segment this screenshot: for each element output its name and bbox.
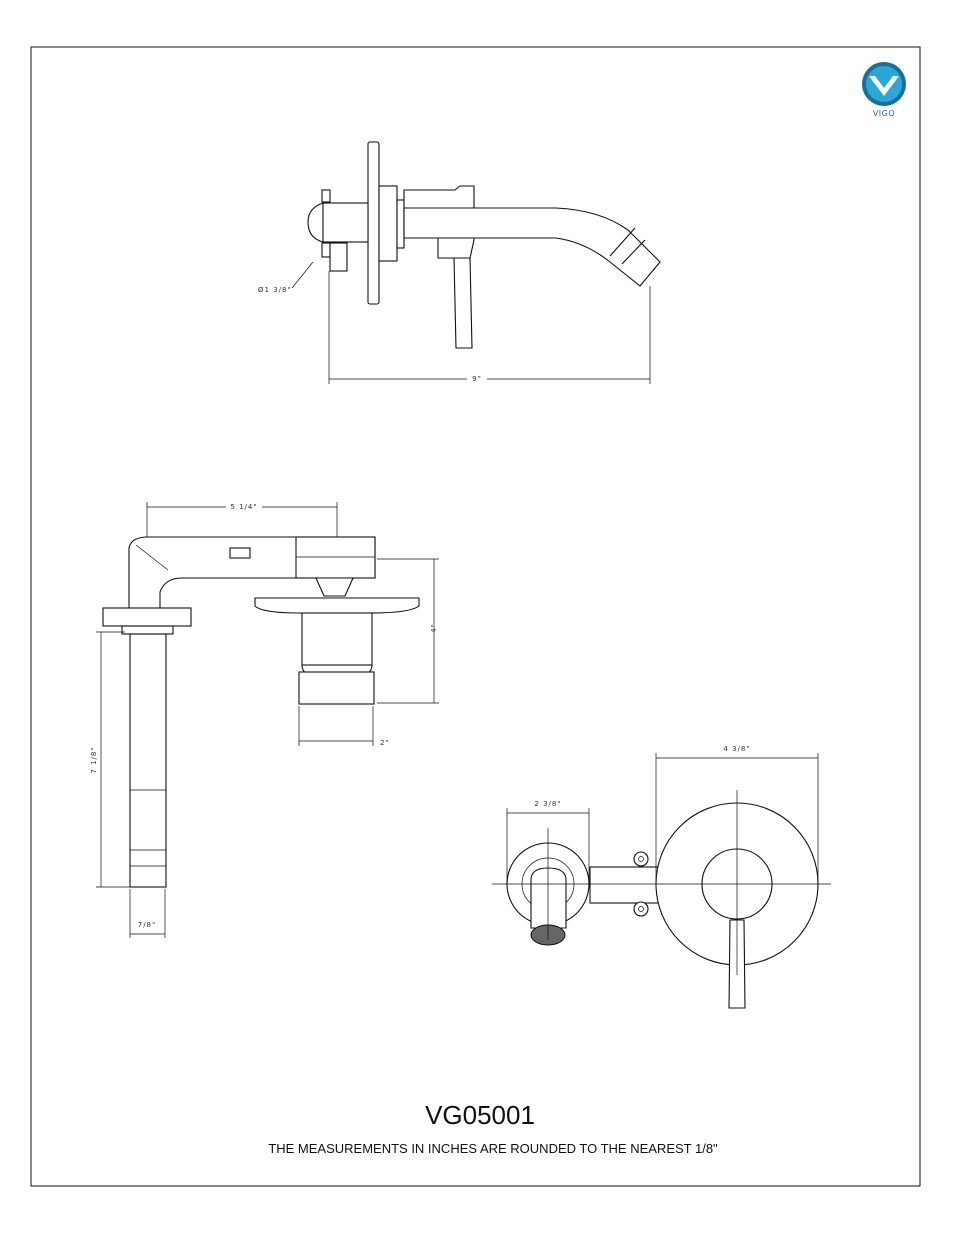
top-spout-plate <box>102 607 192 627</box>
logo-v-mark <box>869 76 899 96</box>
front-view: 2 3/8" 4 3/8" <box>492 745 831 1009</box>
side-cartridge-cap <box>307 202 324 243</box>
side-wall-flange <box>378 185 398 262</box>
top-spout-pipe <box>129 633 167 888</box>
front-connector <box>589 866 659 904</box>
front-mount-lug-top <box>633 851 649 867</box>
front-mount-lug-top-hole <box>638 856 644 862</box>
top-spout-width-label: 7/8" <box>138 921 157 929</box>
front-spout-neck <box>530 867 567 929</box>
top-cartridge-base <box>298 671 375 705</box>
side-spout <box>403 207 661 287</box>
side-diameter-leader <box>291 261 314 289</box>
top-base-width-label: 2" <box>380 739 390 747</box>
top-crown <box>315 577 354 597</box>
front-mount-lug-bottom-hole <box>638 906 644 912</box>
page-border <box>30 46 921 1187</box>
side-wall-flange-inner <box>396 199 405 249</box>
top-spout-length-label: 5 1/4" <box>230 503 257 511</box>
measurement-note: THE MEASUREMENTS IN INCHES ARE ROUNDED T… <box>268 1141 718 1156</box>
top-spout-height-label: 7 1/8" <box>90 746 98 773</box>
side-cartridge <box>322 202 369 243</box>
side-view: Ø1 3/8" 9" <box>258 141 661 384</box>
side-valve-top <box>321 189 331 203</box>
front-handle-plate-label: 4 3/8" <box>723 745 750 753</box>
side-dim-label-gap <box>467 372 487 384</box>
top-spout-slot <box>229 547 251 559</box>
brand-name: VIGO <box>873 109 895 118</box>
top-handle-body <box>295 536 376 579</box>
front-mount-lug-bottom <box>633 901 649 917</box>
top-handle-plate <box>254 597 420 614</box>
logo-inner-disc <box>866 66 902 102</box>
side-valve-bottom <box>321 242 331 258</box>
top-cartridge <box>301 612 373 666</box>
top-spout-bevel <box>135 544 169 571</box>
side-spout-ring-1 <box>609 227 636 257</box>
top-height-label: 4" <box>430 623 438 633</box>
side-spout-ring-2 <box>621 239 646 265</box>
side-valve-body <box>329 242 348 272</box>
side-wall-plate <box>367 141 380 305</box>
model-number: VG05001 <box>425 1100 535 1130</box>
top-dim-spout-gap <box>226 501 262 513</box>
top-spout-flange <box>121 625 174 635</box>
top-view: 5 1/4" 4" 2" 7 1/8" 7/8" <box>90 501 439 938</box>
side-diameter-label: Ø1 3/8" <box>258 286 292 294</box>
side-length-label: 9" <box>472 375 482 383</box>
vigo-logo: VIGO <box>862 62 906 118</box>
side-lever <box>453 257 473 349</box>
front-spout-plate-label: 2 3/8" <box>534 800 561 808</box>
